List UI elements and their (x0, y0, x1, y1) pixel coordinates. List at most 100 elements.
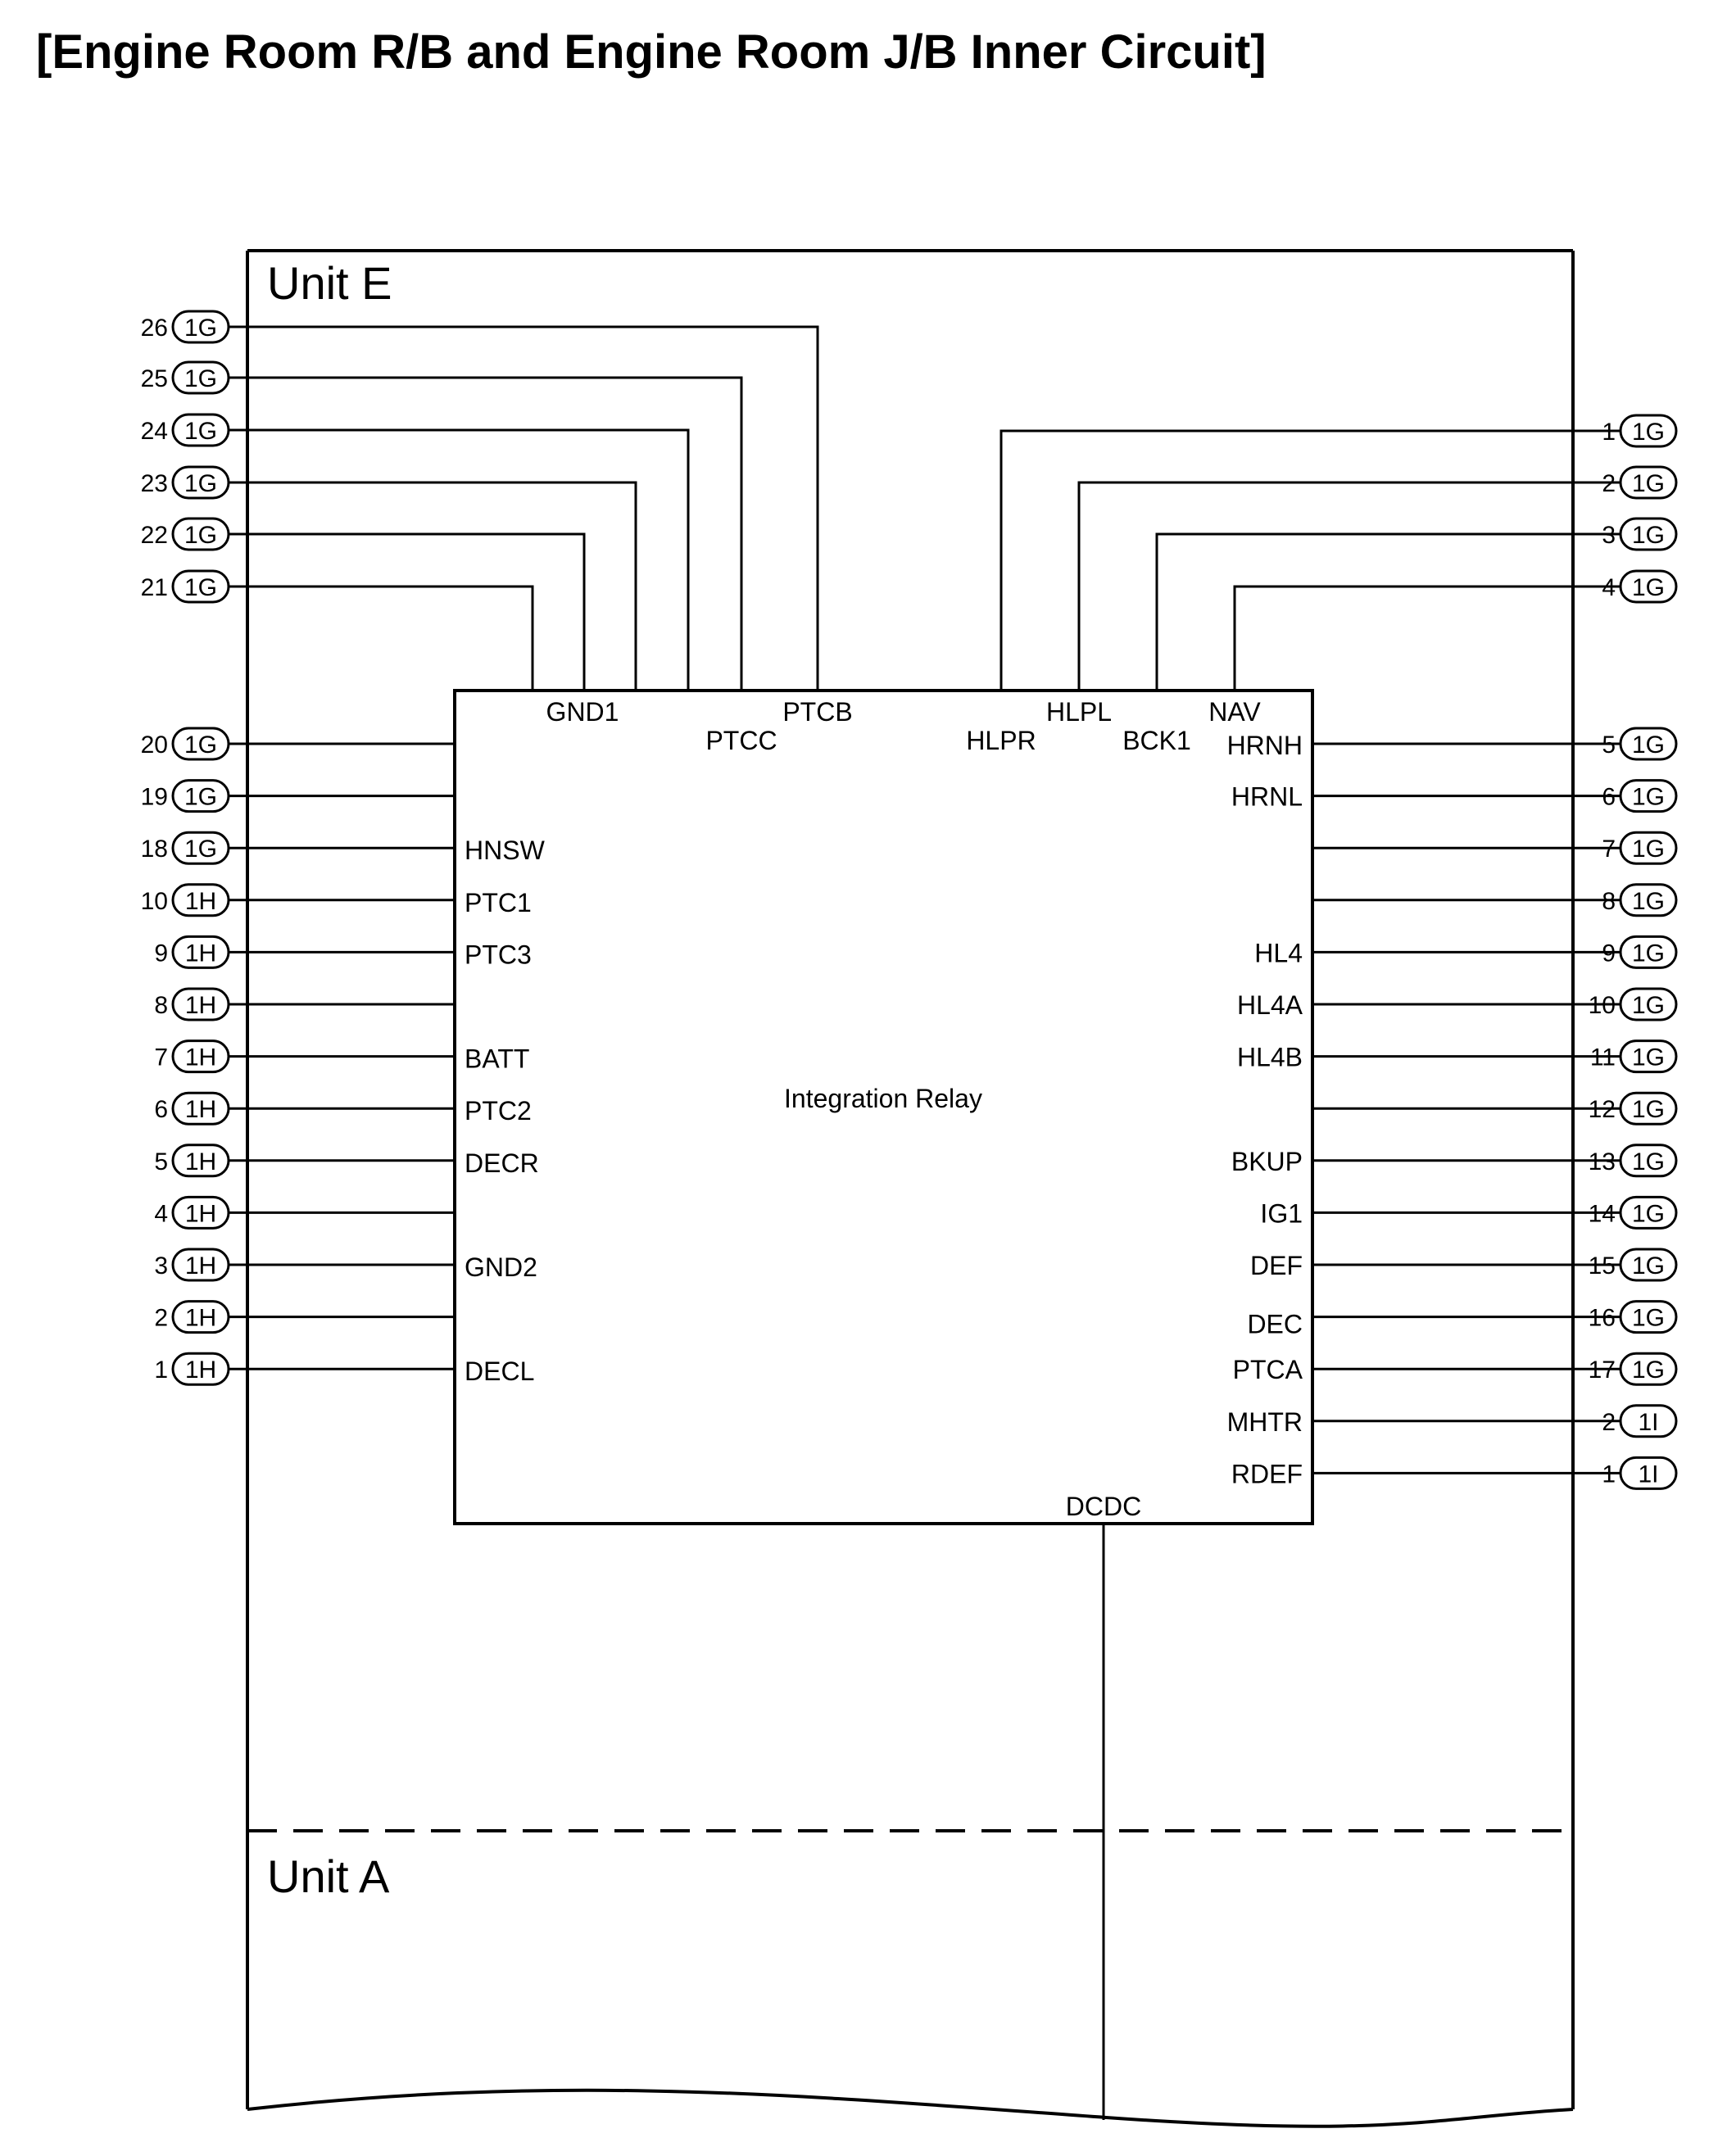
unit-a-label: Unit A (267, 1850, 390, 1902)
connector-badge (1619, 831, 1678, 865)
connector-label: 1G (1632, 784, 1665, 811)
connector-label: 1G (184, 522, 217, 549)
connector-label: 1G (1632, 1096, 1665, 1123)
pin-number: 1 (154, 1357, 168, 1384)
pin-label-gnd1: GND1 (546, 697, 619, 727)
pin-label-right: DEF (1250, 1251, 1303, 1280)
connector-label: 1G (184, 732, 217, 759)
connector-label: 1H (185, 1200, 216, 1227)
connector-label: 1G (1632, 940, 1665, 967)
connector-label: 1G (1632, 992, 1665, 1019)
pin-label-left: DECR (465, 1148, 539, 1178)
pin-label-left: PTC3 (465, 940, 532, 969)
connector-badge (1619, 935, 1678, 969)
connector-badge (171, 779, 230, 813)
connector-label: 1G (184, 784, 217, 811)
pin-number: 25 (141, 365, 168, 392)
pin-number: 16 (1589, 1305, 1616, 1332)
connector-badge (1619, 779, 1678, 813)
pin-label-bck1: BCK1 (1122, 726, 1191, 755)
pin-number: 13 (1589, 1148, 1616, 1175)
pin-label-left: PTC2 (465, 1096, 532, 1126)
connector-badge (171, 360, 230, 395)
connector-badge (171, 727, 230, 761)
pin-number: 9 (154, 940, 168, 967)
connector-label: 1G (1632, 888, 1665, 915)
wire-top-left (229, 325, 819, 691)
wire-top-right (1155, 532, 1620, 691)
connector-badge (1619, 883, 1678, 917)
connector-badge (171, 517, 230, 551)
pin-label-left: HNSW (465, 836, 546, 865)
connector-label: 1G (184, 574, 217, 601)
connector-badge (171, 569, 230, 604)
integration-relay-box (453, 689, 1314, 1525)
unit-e-label: Unit E (267, 257, 392, 309)
connector-label: 1G (1632, 470, 1665, 497)
connector-label: 1G (184, 365, 217, 392)
connector-label: 1G (1632, 1305, 1665, 1332)
pin-number: 7 (1602, 836, 1616, 863)
connector-badge (171, 1352, 230, 1386)
pin-number: 22 (141, 522, 168, 549)
pin-label-right: BKUP (1231, 1147, 1303, 1176)
pin-number: 19 (141, 784, 168, 811)
connector-label: 1H (185, 1357, 216, 1384)
pin-label-ptcc: PTCC (705, 726, 777, 755)
connector-badge (171, 1091, 230, 1126)
connector-badge (171, 883, 230, 917)
wire-top-right (1077, 481, 1620, 691)
connector-label: 1H (185, 940, 216, 967)
connector-badge (1619, 1144, 1678, 1178)
pin-number: 3 (1602, 522, 1616, 549)
connectors (171, 310, 1678, 1490)
pin-number: 7 (154, 1044, 168, 1071)
pin-label-right: PTCA (1233, 1355, 1303, 1384)
wire-top-left (229, 532, 586, 691)
pin-number: 23 (141, 470, 168, 497)
connector-badge (171, 413, 230, 447)
connector-label: 1I (1638, 1461, 1658, 1488)
connector-badge (1619, 1091, 1678, 1126)
pin-label-right: HRNH (1227, 731, 1303, 760)
wire-top-left (229, 376, 743, 691)
pin-number: 2 (154, 1305, 168, 1332)
connector-label: 1G (184, 836, 217, 863)
connector-badge (1619, 987, 1678, 1021)
wire-top-left (229, 481, 637, 691)
connector-label: 1G (1632, 1044, 1665, 1071)
pin-number: 18 (141, 836, 168, 863)
pin-number: 5 (1602, 732, 1616, 759)
pin-number: 8 (1602, 888, 1616, 915)
connector-label: 1H (185, 1252, 216, 1280)
pin-label-right: RDEF (1231, 1459, 1303, 1488)
connector-label: 1G (184, 470, 217, 497)
pin-label-ptcb: PTCB (782, 697, 852, 727)
connector-label: 1I (1638, 1409, 1658, 1436)
connector-badge (1619, 465, 1678, 500)
wires (229, 325, 1620, 2120)
pin-number: 10 (1589, 992, 1616, 1019)
connector-badge (171, 465, 230, 500)
connector-badge (171, 987, 230, 1021)
pin-number: 9 (1602, 940, 1616, 967)
connector-badge (1619, 1300, 1678, 1334)
integration-relay (453, 689, 1314, 1525)
pin-number: 17 (1589, 1357, 1616, 1384)
pin-number: 10 (141, 888, 168, 915)
pin-label-right: HL4A (1237, 990, 1303, 1020)
pin-label-left: GND2 (465, 1252, 537, 1282)
pin-label-right: IG1 (1260, 1198, 1303, 1228)
pin-number: 15 (1589, 1252, 1616, 1280)
wire-top-right (1233, 585, 1620, 691)
pin-label-hlpr: HLPR (966, 726, 1036, 755)
connector-label: 1H (185, 888, 216, 915)
pin-number: 2 (1602, 470, 1616, 497)
pin-label-left: DECL (465, 1357, 534, 1386)
pin-label-right: MHTR (1227, 1407, 1303, 1437)
connector-label: 1G (1632, 732, 1665, 759)
connector-badge (1619, 1352, 1678, 1386)
unit-frame-bottom-break (247, 2088, 1574, 2128)
